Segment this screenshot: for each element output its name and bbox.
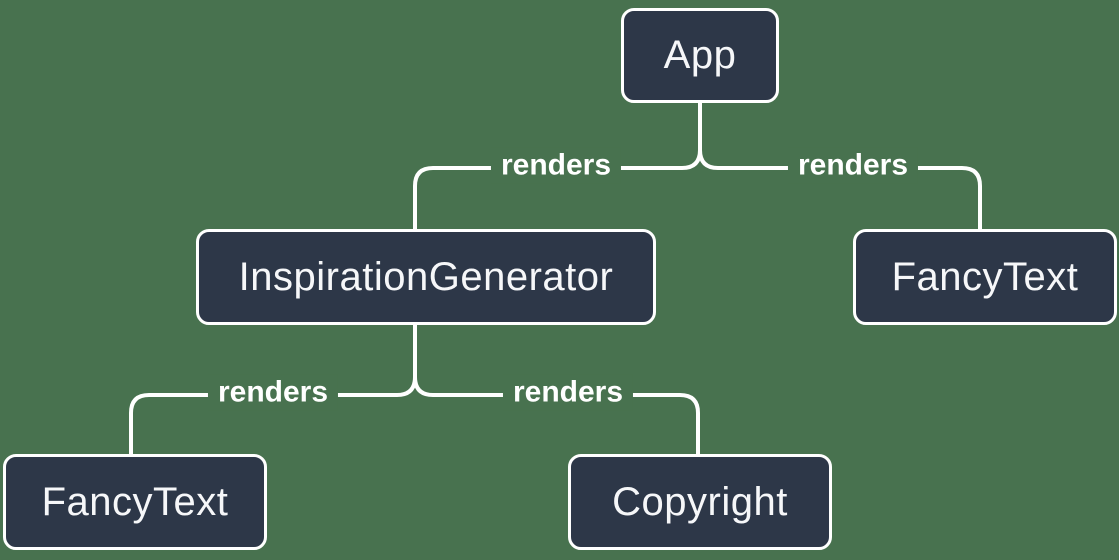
edge-label-renders-inspiration-fancytext: renders — [207, 374, 339, 410]
node-inspiration-generator: InspirationGenerator — [196, 229, 656, 325]
edge-label-renders-inspiration-copyright: renders — [502, 374, 634, 410]
node-fancy-text-left-label: FancyText — [41, 479, 229, 524]
node-inspiration-generator-label: InspirationGenerator — [238, 254, 614, 299]
edge-label-renders-app-inspiration: renders — [490, 147, 622, 183]
node-copyright: Copyright — [568, 454, 832, 550]
node-fancy-text-right: FancyText — [853, 229, 1117, 325]
node-fancy-text-left: FancyText — [3, 454, 267, 550]
edge-label-renders-app-fancytext: renders — [787, 147, 919, 183]
node-copyright-label: Copyright — [612, 479, 788, 524]
node-app-label: App — [663, 33, 737, 77]
node-fancy-text-right-label: FancyText — [891, 254, 1079, 299]
node-app: App — [621, 8, 779, 103]
